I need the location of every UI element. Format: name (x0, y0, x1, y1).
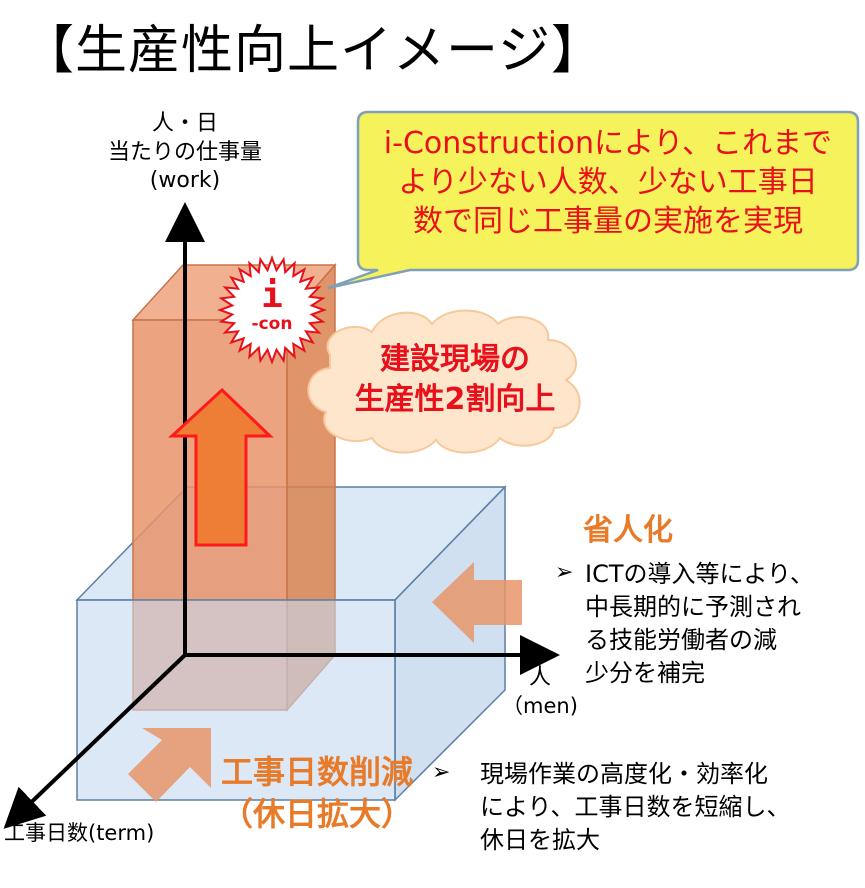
labor-saving-line1: ICTの導入等により、 (585, 560, 815, 588)
icon-label: i -con (240, 275, 304, 335)
icon-suffix: -con (251, 314, 293, 334)
days-reduction-line1: 現場作業の高度化・効率化 (480, 760, 768, 788)
callout-line2: より少ない人数、少ない工事日 (398, 165, 818, 200)
labor-saving-line3: る技能労働者の減 (585, 625, 777, 654)
y-axis-label-line2: 当たりの仕事量 (107, 139, 262, 165)
labor-saving-line2: 中長期的に予測され (585, 592, 801, 621)
callout-bubble (327, 110, 860, 290)
x-axis-label-line1: 人 (528, 665, 551, 690)
y-axis-label-line3: (work) (149, 168, 221, 194)
days-reduction-line3: 休日を拡大 (480, 825, 600, 854)
days-reduction-heading-line2: （休日拡大） (220, 794, 413, 833)
days-reduction-heading: 工事日数削減 （休日拡大） (212, 752, 422, 835)
x-axis-label-line2: （men) (502, 693, 578, 718)
labor-saving-bullet: ➢ ICTの導入等により、 中長期的に予測され る技能労働者の減 少分を補完 (555, 558, 815, 690)
days-reduction-arrow (128, 728, 211, 802)
days-reduction-heading-line1: 工事日数削減 (220, 753, 413, 791)
productivity-cloud (307, 309, 581, 454)
cloud-line2: 生産性2割向上 (354, 381, 556, 417)
labor-saving-arrow (432, 562, 522, 643)
cloud-line1: 建設現場の (380, 342, 530, 377)
icon-starburst (217, 255, 327, 365)
x-axis-label: 人 （men) (495, 664, 585, 720)
cloud-text: 建設現場の 生産性2割向上 (310, 340, 600, 420)
labor-saving-heading: 省人化 (583, 513, 673, 548)
callout-text: i-Constructionにより、これまで より少ない人数、少ない工事日 数で… (358, 124, 858, 241)
y-axis-label: 人・日 当たりの仕事量 (work) (90, 110, 280, 196)
z-axis (3, 653, 187, 829)
callout-line1: i-Constructionにより、これまで (383, 126, 833, 161)
y-axis-label-line1: 人・日 (151, 111, 218, 136)
callout-line3: 数で同じ工事量の実施を実現 (413, 204, 803, 239)
days-reduction-bullet-mark: ➢ (432, 760, 451, 785)
icon-letter: i (261, 275, 283, 316)
productivity-up-arrow (168, 387, 274, 547)
labor-saving-line4: 少分を補完 (585, 658, 705, 687)
z-axis-label: 工事日数(term) (4, 821, 155, 845)
days-reduction-bullet: ➢ 現場作業の高度化・効率化 により、工事日数を短縮し、 休日を拡大 (432, 758, 791, 857)
labor-saving-bullet-mark: ➢ (555, 560, 574, 585)
page-title: 【生産性向上イメージ】 (22, 21, 604, 81)
axes (3, 202, 560, 829)
days-reduction-line2: により、工事日数を短縮し、 (480, 792, 791, 821)
